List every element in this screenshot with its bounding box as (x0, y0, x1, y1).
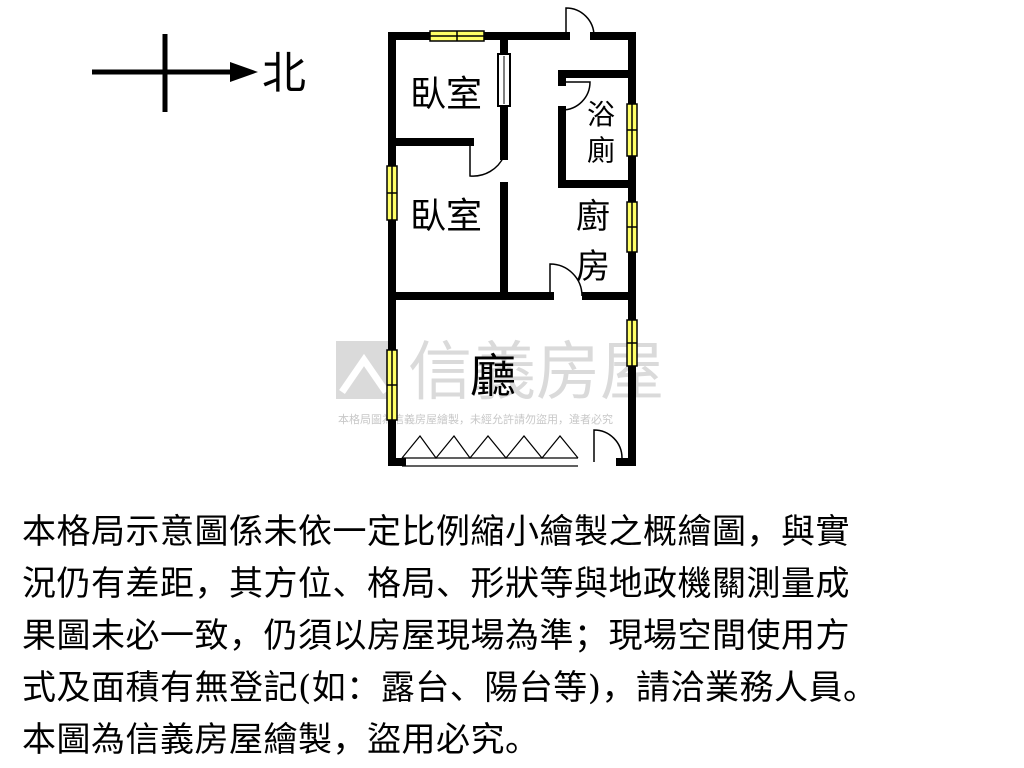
disclaimer-line: 果圖未必一致，仍須以房屋現場為準；現場空間使用方 (22, 616, 850, 656)
room-label-living-room: 廳 (470, 349, 516, 403)
door-bathroom (561, 81, 591, 111)
compass-arrowhead (230, 62, 258, 82)
sliding-door (497, 53, 511, 107)
disclaimer-line: 本格局示意圖係未依一定比例縮小繪製之概繪圖，與實 (22, 512, 850, 552)
watermark-notice: 本格局圖為信義房屋繪製，未經允許請勿盜用，違者必究 (338, 412, 613, 426)
disclaimer-line: 式及面積有無登記(如：露台、陽台等)，請洽業務人員。 (22, 668, 878, 708)
watermark-brand: 信義房屋 (408, 336, 664, 410)
window-kitchen (626, 201, 638, 253)
disclaimer-text: 本格局示意圖係未依一定比例縮小繪製之概繪圖，與實 況仍有差距，其方位、格局、形狀… (22, 506, 1012, 766)
room-label-bathroom-1: 浴 (587, 98, 615, 131)
watermark-logo-mark (339, 353, 389, 394)
room-label-kitchen-1: 廚 (576, 197, 610, 237)
doors (469, 7, 623, 462)
room-label-bedroom-2: 臥室 (410, 196, 482, 237)
door-bedroom2 (469, 142, 505, 177)
floor-plan: 北 信義房屋 本格局圖為信義房屋繪製，未經允許請勿盜用，違者必究 (92, 7, 664, 467)
folding-door (401, 435, 579, 467)
window-top (429, 30, 485, 42)
disclaimer-line: 況仍有差距，其方位、格局、形狀等與地政機關測量成 (22, 564, 850, 604)
room-label-kitchen-2: 房 (576, 247, 610, 287)
compass-north-label: 北 (262, 48, 306, 99)
watermark: 信義房屋 本格局圖為信義房屋繪製，未經允許請勿盜用，違者必究 (336, 336, 664, 426)
disclaimer-line: 本圖為信義房屋繪製，盜用必究。 (22, 720, 540, 760)
window-living-right (626, 319, 638, 367)
room-label-bedroom-1: 臥室 (410, 74, 482, 115)
door-entrance-top (565, 7, 595, 37)
windows (386, 30, 638, 421)
compass: 北 (92, 34, 306, 112)
window-living-left (386, 349, 398, 421)
window-bedroom2 (386, 165, 398, 221)
window-bathroom (626, 103, 638, 157)
door-kitchen (549, 263, 583, 297)
room-label-bathroom-2: 廁 (587, 134, 615, 167)
door-living-exit (593, 429, 623, 462)
